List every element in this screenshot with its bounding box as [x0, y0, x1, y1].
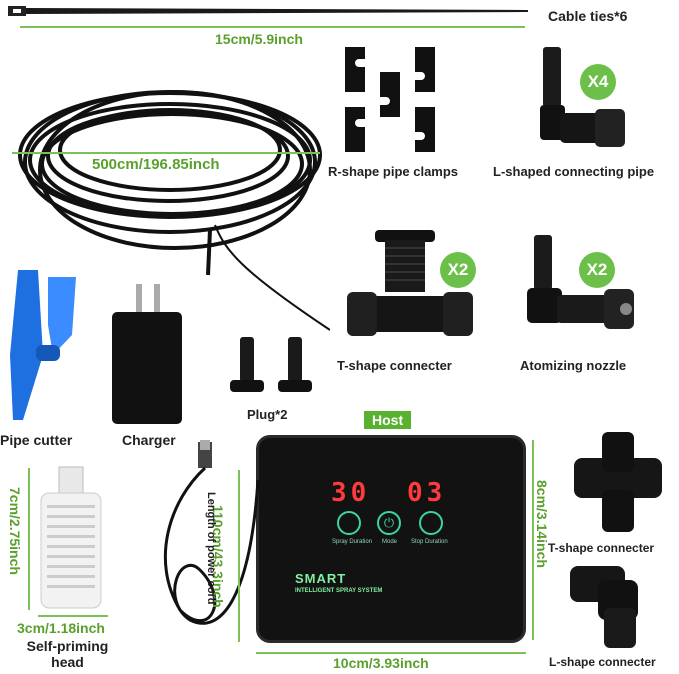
- r-clamps-label: R-shape pipe clamps: [328, 164, 459, 179]
- l-connecting-pipe-label: L-shaped connecting pipe: [493, 164, 655, 179]
- stop-duration-button[interactable]: [419, 511, 443, 535]
- spray-duration-label: Spray Duration: [332, 539, 373, 545]
- t-connecter: [345, 228, 475, 348]
- brand-name: SMART: [295, 571, 347, 586]
- l-connecter-small: [568, 560, 658, 650]
- head-height-label: 7cm/2.75inch: [7, 487, 23, 575]
- host-device: 30 03 ⏻ Spray Duration Mode Stop Duratio…: [256, 435, 526, 643]
- mode-power-icon[interactable]: ⏻: [377, 511, 401, 535]
- t-connecter-small: [572, 430, 664, 535]
- t-connecter-label: T-shape connecter: [337, 358, 452, 373]
- spray-display: 30: [331, 478, 371, 508]
- cable-tie: [8, 4, 528, 16]
- stop-duration-label: Stop Duration: [411, 539, 448, 545]
- plugs: [225, 335, 320, 400]
- pipe-cutter: [8, 265, 83, 425]
- host-height-dimension: [532, 440, 534, 640]
- head-height-dimension: [28, 468, 30, 610]
- head-width-dimension: [38, 615, 108, 617]
- atomizing-nozzle: [522, 233, 642, 343]
- stop-display: 03: [407, 478, 447, 508]
- pipe-cutter-label: Pipe cutter: [0, 432, 73, 448]
- tie-length-dimension: [20, 26, 525, 28]
- power-cord: [140, 440, 260, 640]
- nozzle-qty-badge: X2: [579, 252, 615, 288]
- host-width-label: 10cm/3.93inch: [333, 655, 429, 671]
- l-pipe-qty-badge: X4: [580, 64, 616, 100]
- charger: [110, 282, 185, 427]
- plug-label: Plug*2: [247, 407, 288, 422]
- tube-length-dimension: [12, 152, 320, 154]
- head-width-label: 3cm/1.18inch: [17, 620, 105, 636]
- brand-subtitle: INTELLIGENT SPRAY SYSTEM: [295, 588, 383, 594]
- l-connecting-pipe: [535, 45, 630, 160]
- host-tag: Host: [364, 411, 412, 429]
- cord-description-label: Length of power cord: [205, 492, 217, 605]
- charger-label: Charger: [122, 432, 176, 448]
- r-clamps: [340, 42, 455, 157]
- mode-label: Mode: [382, 539, 398, 545]
- self-priming-head: [35, 465, 107, 610]
- spray-duration-button[interactable]: [337, 511, 361, 535]
- host-width-dimension: [256, 652, 526, 654]
- cord-length-dimension: [238, 470, 240, 642]
- l-connecter-small-label: L-shape connecter: [549, 655, 656, 669]
- t-connecter-small-label: T-shape connecter: [548, 541, 655, 555]
- tube-length-label: 500cm/196.85inch: [92, 156, 220, 173]
- self-priming-head-label: Self-priming head: [26, 638, 109, 670]
- atomizing-nozzle-label: Atomizing nozzle: [520, 358, 627, 373]
- tie-length-label: 15cm/5.9inch: [215, 31, 303, 47]
- tube-coil: [10, 50, 331, 340]
- cable-ties-label: Cable ties*6: [548, 8, 628, 24]
- t-qty-badge: X2: [440, 252, 476, 288]
